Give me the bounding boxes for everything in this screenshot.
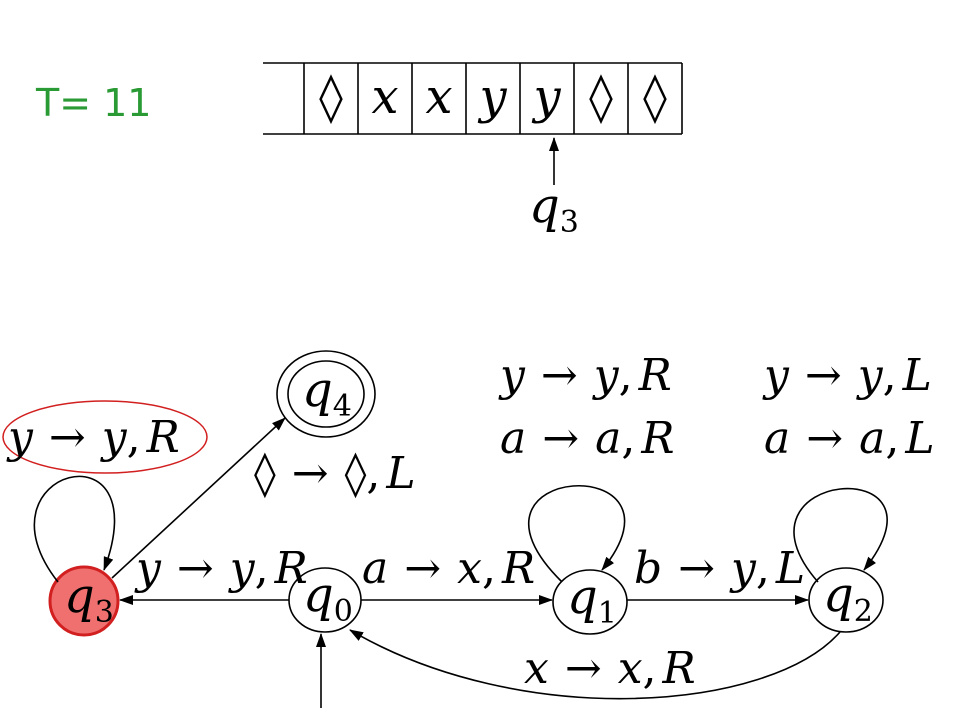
edge-q3-loop [33,475,116,583]
tape-cell-symbol: ◊ [643,69,667,125]
tape-cell-symbol: y [531,69,561,125]
state-q1: q1 [552,569,628,635]
state-q1-label: q1 [567,569,617,631]
label-q0-to-q1: a→x,R [362,543,535,594]
tape-cell-symbol: y [477,69,507,125]
label-q2-to-q0: x→x,R [524,643,696,694]
state-q1-circle [552,569,628,635]
label-q1-to-q2: b→y,L [634,543,805,594]
tape-cell-symbol: x [371,69,398,125]
state-q3: q3 [48,565,120,637]
state-q3-label: q3 [64,568,114,630]
state-q4-label: q4 [302,362,352,424]
edge-q2-loop [793,487,888,583]
state-q2-label: q2 [823,567,873,629]
edge-q2-to-q0 [349,629,841,700]
highlight-ellipse [2,400,208,474]
label-q0-to-q3: y→y,R [134,543,308,594]
tape-cell-symbol: x [425,69,452,125]
state-q0-label: q0 [303,567,353,629]
tape-head-state: q3 [529,178,579,240]
label-q2-loop-1: y→y,L [762,350,932,401]
edge-q1-loop [527,484,626,583]
state-q2: q2 [808,567,884,633]
state-q3-circle [48,565,120,637]
label-q3-loop: y→y,R [6,412,180,463]
state-q2-circle [808,567,884,633]
label-q1-loop-1: y→y,R [498,350,672,401]
tape-cell-symbol: ◊ [589,69,613,125]
label-q3-to-q4: ◊→◊,L [254,448,416,499]
state-q4-outer-circle [276,350,376,438]
time-step-label: T= 11 [35,81,151,125]
state-q4-inner-circle [287,360,365,428]
label-q2-loop-2: a→a,L [764,413,935,464]
state-q4: q4 [276,350,376,438]
label-q1-loop-2: a→a,R [500,413,674,464]
tape-cell-symbol: ◊ [319,69,343,125]
edge-q3-to-q4 [111,417,286,579]
